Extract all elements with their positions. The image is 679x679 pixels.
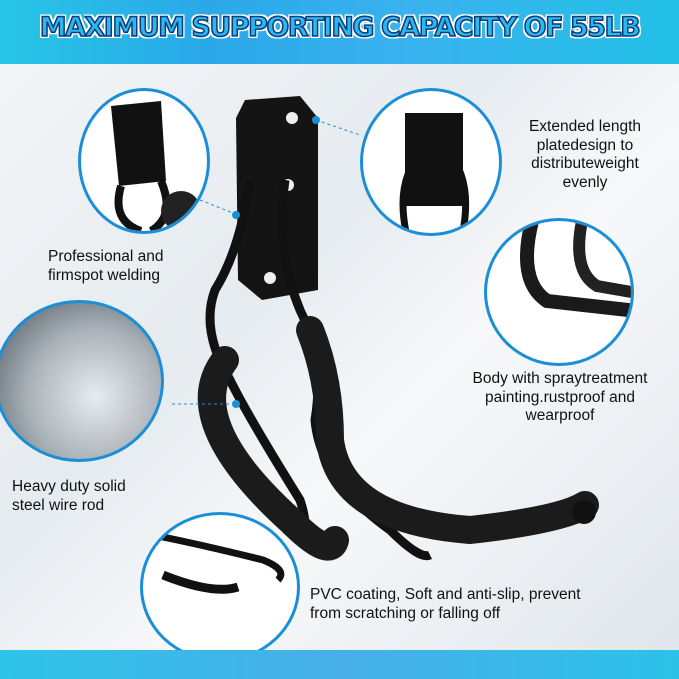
feature-welding: Professional and firmspot welding [48, 248, 164, 284]
detail-circle-steel [0, 300, 164, 462]
feature-coating: Body with spraytreatment painting.rustpr… [472, 370, 648, 424]
detail-circle-coating [484, 218, 634, 366]
detail-circle-pvc [140, 512, 300, 662]
feature-pvc: PVC coating, Soft and anti-slip, prevent… [310, 586, 581, 622]
feature-steel: Heavy duty solid steel wire rod [12, 478, 126, 514]
page-title: MAXIMUM SUPPORTING CAPACITY OF 55LB [39, 11, 642, 44]
footer-strip [0, 650, 679, 679]
feature-plate: Extended length platedesign to distribut… [528, 118, 642, 191]
detail-circle-plate [360, 88, 502, 236]
title-banner: MAXIMUM SUPPORTING CAPACITY OF 55LB [0, 0, 679, 64]
detail-circle-welding [78, 88, 210, 234]
